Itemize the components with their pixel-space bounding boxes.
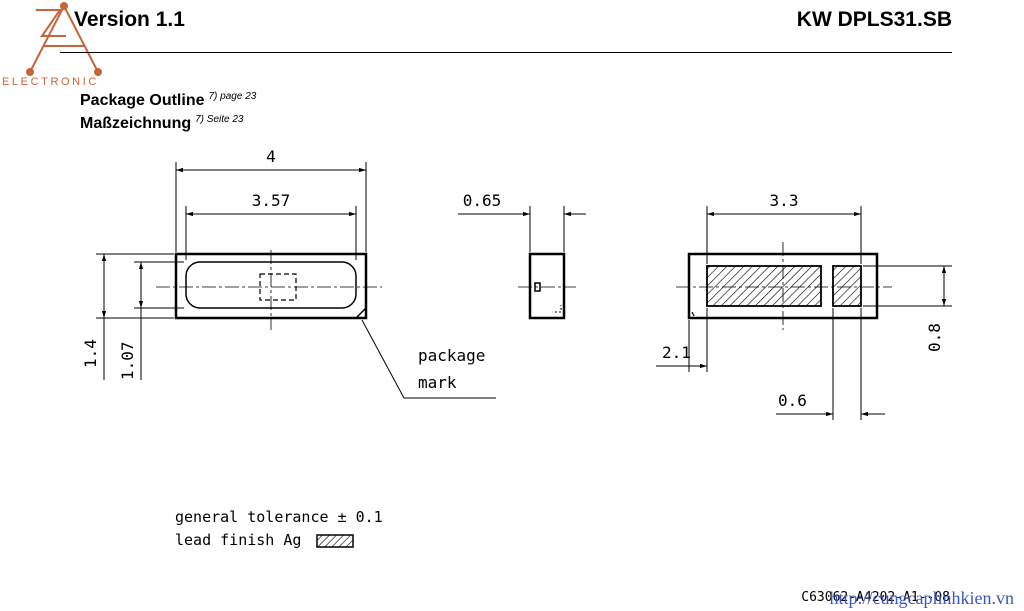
lead-finish-note: lead finish Ag bbox=[175, 531, 356, 549]
section-title-de-text: Maßzeichnung bbox=[80, 115, 192, 132]
hatch-legend-icon bbox=[316, 533, 355, 548]
version-label: Version 1.1 bbox=[74, 8, 185, 31]
dim-pad-height: 0.8 bbox=[925, 323, 944, 352]
dim-height-outer: 1.4 bbox=[81, 339, 100, 368]
package-mark-label-1: package bbox=[418, 346, 485, 365]
dim-height-inner: 1.07 bbox=[118, 341, 137, 380]
bottom-view bbox=[676, 242, 892, 330]
section-ref-en: 7) page 23 bbox=[208, 91, 257, 102]
part-number: KW DPLS31.SB bbox=[796, 8, 952, 31]
dim-pad-width: 0.6 bbox=[778, 391, 807, 410]
dim-pad-offset: 2.1 bbox=[662, 343, 691, 362]
watermark-url: http://cungcaplinhkien.vn bbox=[829, 588, 1014, 608]
dim-pad-span: 3.3 bbox=[770, 191, 799, 210]
logo-text: ELECTRONIC bbox=[2, 76, 99, 88]
dim-overall-length: 4 bbox=[266, 147, 276, 166]
lead-finish-text: lead finish Ag bbox=[175, 531, 302, 549]
section-title-en-text: Package Outline bbox=[80, 92, 205, 109]
dim-thickness: 0.65 bbox=[463, 191, 502, 210]
section-ref-de: 7) Seite 23 bbox=[195, 114, 244, 125]
drawing-number: C63062-A4202-A1--08 bbox=[801, 590, 950, 605]
dim-inner-length: 3.57 bbox=[252, 191, 291, 210]
header-rule bbox=[60, 52, 952, 53]
company-logo bbox=[0, 0, 140, 96]
package-mark-label-2: mark bbox=[418, 373, 457, 392]
tolerance-note: general tolerance ± 0.1 bbox=[175, 508, 383, 526]
front-view bbox=[156, 250, 382, 330]
side-view bbox=[518, 252, 576, 320]
